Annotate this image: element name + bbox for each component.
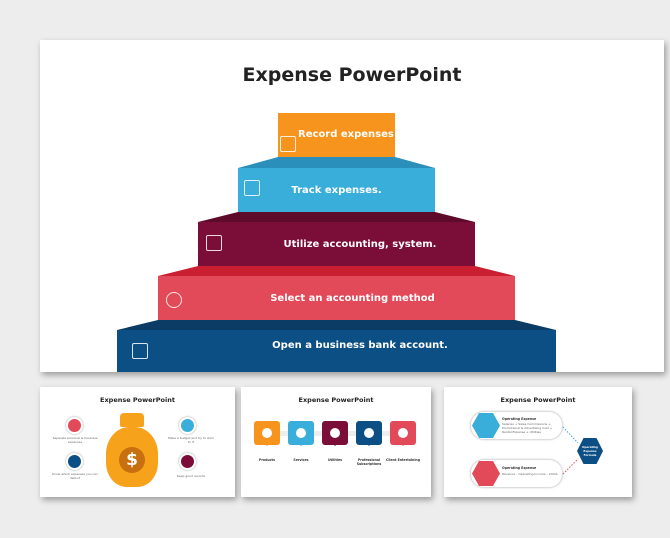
thumbnail-slide-2[interactable]: Expense PowerPoint Products Services Uti… [241, 387, 431, 497]
entertaining-card [390, 421, 416, 446]
bottom-title: Operating Expense [502, 466, 537, 470]
step-3-label: Utilize accounting, system. [283, 239, 437, 250]
products-card [254, 421, 280, 446]
item-services: Services [293, 458, 309, 462]
step-4-label: Select an accounting method [270, 293, 435, 304]
subscriptions-card [356, 421, 382, 446]
deduct-icon [66, 453, 83, 470]
step-4-block [158, 276, 515, 320]
thumbnail-slide-1[interactable]: Expense PowerPoint $ Separate personal &… [40, 387, 235, 497]
thumb-3-title: Expense PowerPoint [500, 396, 576, 404]
thumb-2-title: Expense PowerPoint [298, 396, 374, 404]
step-5-top [117, 320, 556, 330]
step-1-block [278, 113, 395, 157]
thumb-1-item-2: Make a budget and try to stick to it [168, 436, 214, 444]
center-label: Operating Expense Formula [582, 445, 598, 457]
separate-icon [66, 417, 83, 434]
step-5-block [117, 330, 556, 372]
item-entertaining: Client Entertaining [386, 458, 420, 462]
top-title: Operating Expense [502, 417, 537, 421]
thumb-1-item-1: Separate personal & business expenses [52, 436, 98, 444]
top-text: Salaries + Sales Commissions + Promotion… [502, 422, 553, 434]
thumb-1-title: Expense PowerPoint [100, 396, 175, 404]
staircase [117, 113, 556, 372]
coin-exchange-icon [166, 292, 182, 308]
step-3-block [198, 222, 475, 266]
item-utilities: Utilities [327, 458, 343, 462]
thumb-1-item-3: Know which expenses you can deduct [52, 472, 98, 480]
receipt-dollar-icon [280, 136, 296, 152]
step-2-label: Track expenses. [291, 185, 382, 196]
step-2-block [238, 168, 435, 212]
item-products: Products [259, 458, 275, 462]
money-bag-icon: $ [106, 413, 158, 489]
step-4-top [158, 266, 515, 276]
thumb-1-item-4: Keep good records [177, 474, 205, 478]
calculator-chart-icon [244, 180, 260, 196]
connector-lines [562, 426, 579, 475]
calculator-icon [132, 343, 148, 359]
step-5-label: Open a business bank account. [272, 340, 448, 351]
services-card [288, 421, 314, 446]
utilities-card [322, 421, 348, 446]
step-1-label: Record expenses [298, 129, 394, 140]
thumbnail-slide-3[interactable]: Expense PowerPoint Operating Expense Sal… [444, 387, 632, 497]
records-icon [179, 453, 196, 470]
item-subscriptions: Professional Subscriptions [356, 458, 382, 466]
monitor-chart-icon [206, 235, 222, 251]
bottom-text: Revenue – Operating Income – COGS [502, 472, 558, 476]
slide-title: Expense PowerPoint [242, 64, 462, 86]
step-3-top [198, 212, 475, 222]
main-slide-preview[interactable]: Expense PowerPoint Record expenses Track… [40, 40, 664, 372]
step-2-top [238, 157, 435, 168]
budget-icon [179, 417, 196, 434]
